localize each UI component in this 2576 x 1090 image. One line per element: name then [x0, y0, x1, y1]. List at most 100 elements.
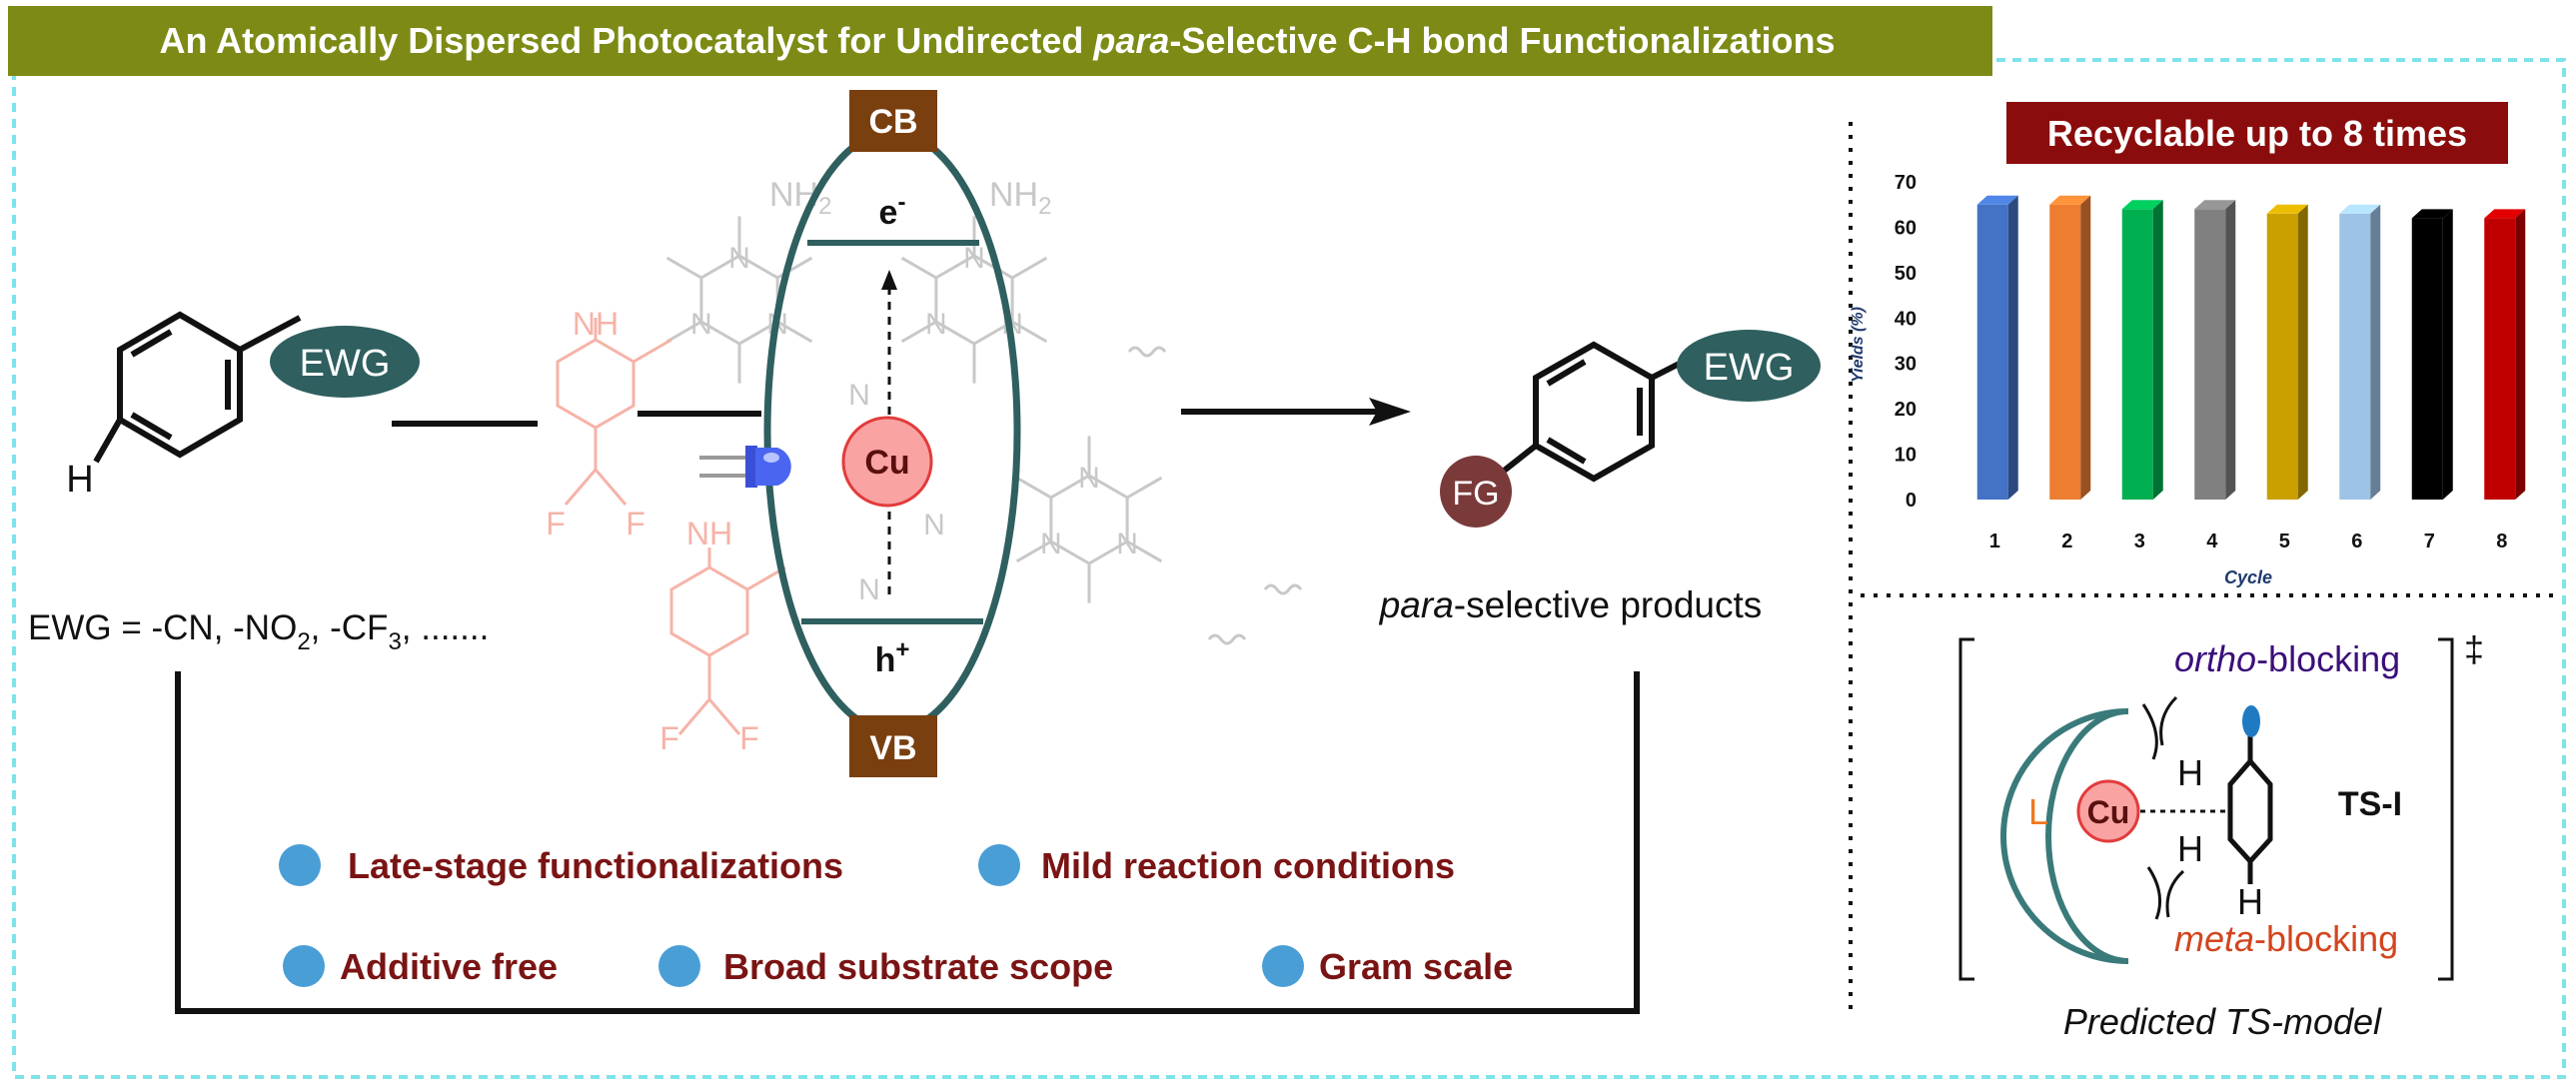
outer-frame [12, 58, 2566, 1079]
y-tick-label: 20 [1895, 399, 1917, 421]
heptazine-bond [665, 320, 702, 344]
bar-top-face [1976, 195, 2018, 205]
heptazine-bond [900, 256, 937, 280]
ewg-pendant-icon [2242, 705, 2260, 737]
x-tick-label: 2 [2061, 531, 2072, 552]
recyclable-banner [2006, 102, 2508, 164]
bar-top-face [2484, 209, 2526, 219]
y-tick-label: 60 [1895, 217, 1917, 239]
product-benzene [1501, 341, 1701, 483]
ligand-label: L [2028, 791, 2048, 832]
bar-side-face [2515, 209, 2526, 501]
meta-blocking-label: meta-blocking [2174, 918, 2398, 959]
bar-top-face [2194, 200, 2236, 210]
feature-dot [1262, 945, 1304, 987]
heptazine-n-atom: N [728, 242, 750, 275]
heptazine-bond [1015, 476, 1052, 500]
y-tick-label: 50 [1895, 263, 1917, 285]
ts-brackets [1958, 637, 2454, 981]
dfa-fragment-upper [556, 318, 672, 506]
reaction-arrowhead [1369, 398, 1411, 426]
heptazine-bond [776, 320, 813, 344]
feature-item: Broad substrate scope [723, 946, 1113, 987]
bar-top-face [2049, 195, 2091, 205]
reactant-ewg-badge [270, 326, 420, 398]
electron-label: e- [879, 189, 906, 232]
wavy-bond [1207, 633, 1247, 645]
product-fg-badge [1440, 456, 1512, 528]
feature-item: Gram scale [1319, 946, 1513, 987]
cb-label: CB [868, 103, 917, 141]
y-tick-label: 70 [1895, 172, 1917, 194]
bar-side-face [2080, 195, 2091, 500]
bar-cycle-1 [1976, 204, 2008, 500]
dfa-fragment-lower [669, 547, 786, 735]
ts-cu-label: Cu [2087, 794, 2130, 830]
product-caption: para-selective products [1379, 584, 1763, 625]
ts-dagger: ‡ [2464, 628, 2484, 669]
feature-item: Additive free [340, 946, 558, 987]
led-icon [699, 446, 791, 488]
feature-dot [978, 844, 1020, 886]
bar-side-face [2225, 200, 2236, 500]
feature-item: Late-stage functionalizations [348, 845, 843, 886]
ligand-crescent [2000, 708, 2129, 964]
x-tick-label: 8 [2496, 531, 2507, 552]
f-label-lower-2: F [739, 720, 759, 756]
reactant-benzene [93, 311, 302, 464]
bar-side-face [2007, 195, 2018, 500]
cb-label-box [849, 90, 937, 152]
heptazine-n-atom: N [1078, 462, 1100, 495]
feature-dot [279, 844, 321, 886]
bar-cycle-5 [2266, 213, 2298, 501]
product-ewg-badge [1677, 330, 1821, 402]
heptazine-bond [1011, 256, 1048, 280]
heptazine-n-atom: N [925, 308, 947, 341]
title-banner [8, 6, 1992, 76]
bar-top-face [2411, 209, 2453, 219]
features-bracket [175, 671, 1640, 1014]
reactant-h-label: H [66, 459, 93, 501]
ts-model-caption: Predicted TS-model [2063, 1001, 2382, 1042]
bar-side-face [2370, 204, 2381, 501]
product-ewg-label: EWG [1704, 347, 1795, 389]
steric-clash-arcs [2141, 695, 2185, 920]
ortho-blocking-label: ortho-blocking [2174, 638, 2400, 679]
cu-single-atom [841, 416, 933, 508]
x-tick-label: 7 [2424, 531, 2435, 552]
heptazine-n-atom: N [1040, 528, 1062, 560]
page-title: An Atomically Dispersed Photocatalyst fo… [160, 20, 1836, 61]
y-tick-label: 40 [1895, 308, 1917, 330]
ts-arene [2227, 734, 2273, 884]
y-tick-label: 30 [1895, 354, 1917, 376]
feature-dot [283, 945, 325, 987]
wavy-bond [1263, 583, 1303, 595]
ts-h-label: H [2237, 881, 2263, 922]
product-fg-label: FG [1452, 475, 1499, 513]
hole-label: h+ [875, 636, 910, 679]
feature-list: Late-stage functionalizations Mild react… [279, 844, 1513, 987]
heptazine-n-atom: N [923, 509, 945, 542]
bar-side-face [2152, 200, 2163, 500]
ewg-definition: EWG = -CN, -NO2, -CF3, ....... [28, 608, 489, 655]
reactant-ewg-label: EWG [300, 343, 391, 385]
vb-label-box [849, 715, 937, 777]
cu-label: Cu [864, 444, 909, 482]
bar-top-face [2121, 200, 2163, 210]
heptazine-bond [1015, 540, 1052, 563]
heptazine-bond [1126, 476, 1163, 500]
nh-label-upper: NH [573, 306, 619, 342]
f-label-lower-1: F [659, 720, 679, 756]
heptazine-n-atom: N [858, 573, 880, 606]
ts-label: TS-I [2338, 785, 2402, 823]
heptazine-bond [1126, 540, 1163, 563]
heptazine-n-atom: N [963, 242, 985, 275]
x-tick-label: 3 [2134, 531, 2145, 552]
nh2-label-right: NH2 [989, 176, 1051, 220]
feature-dot [658, 945, 700, 987]
heptazine-bond [900, 320, 937, 344]
ts-cu-atom [2076, 779, 2140, 843]
bar-cycle-3 [2121, 209, 2153, 500]
heptazine-bond [1011, 320, 1048, 344]
